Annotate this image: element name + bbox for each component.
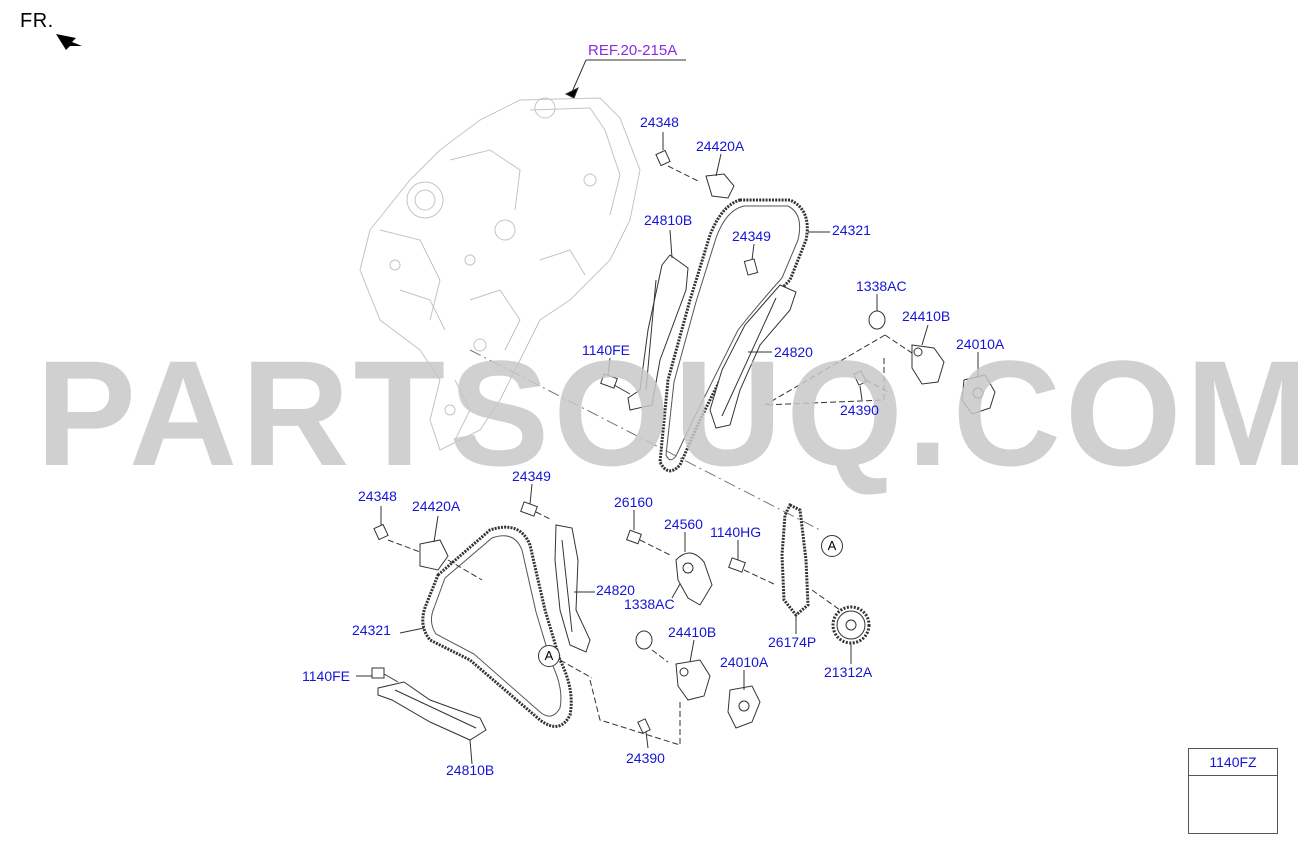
callout-24820-upper[interactable]: 24820 — [774, 344, 813, 360]
front-orientation-label: FR. — [20, 10, 54, 32]
tensioner-group-lower — [559, 630, 761, 746]
tensioner-arm-upper — [709, 284, 797, 429]
engine-block-outline — [359, 97, 641, 451]
callout-24321-upper[interactable]: 24321 — [832, 222, 871, 238]
callout-24390-lower[interactable]: 24390 — [626, 750, 665, 766]
bolt-1140fe-lower — [371, 667, 399, 683]
callout-21312a[interactable]: 21312A — [824, 664, 873, 680]
guide-24420a-lower — [419, 539, 483, 581]
callout-1140fe-lower[interactable]: 1140FE — [302, 668, 350, 684]
bolt-24348-upper — [655, 149, 701, 183]
bolt-1140fe-upper — [600, 373, 631, 395]
callout-24410b-lower[interactable]: 24410B — [668, 624, 717, 640]
callout-1338ac-lower[interactable]: 1338AC — [624, 596, 675, 612]
legend-box: 1140FZ — [1188, 748, 1278, 834]
tensioner-group-upper — [764, 310, 996, 415]
chain-guide-lower — [377, 681, 487, 741]
legend-part-1140fz[interactable]: 1140FZ — [1189, 749, 1277, 776]
reference-link[interactable]: REF.20-215A — [588, 42, 678, 59]
callout-24390-upper[interactable]: 24390 — [840, 402, 879, 418]
pin-24349-upper — [743, 258, 759, 276]
callout-24348-upper[interactable]: 24348 — [640, 114, 679, 130]
callout-24420a-upper[interactable]: 24420A — [696, 138, 745, 154]
callout-26174p[interactable]: 26174P — [768, 634, 817, 650]
callout-1140fe-upper[interactable]: 1140FE — [582, 342, 630, 358]
timing-chain-upper — [658, 198, 809, 473]
callout-24820-lower[interactable]: 24820 — [596, 582, 635, 598]
callout-24420a-lower[interactable]: 24420A — [412, 498, 461, 514]
timing-chain-upper-inner — [665, 205, 801, 461]
callout-26160[interactable]: 26160 — [614, 494, 653, 510]
callout-24410b-upper[interactable]: 24410B — [902, 308, 951, 324]
callout-24348-lower[interactable]: 24348 — [358, 488, 397, 504]
callout-1140hg[interactable]: 1140HG — [710, 524, 762, 540]
callout-24810b-lower[interactable]: 24810B — [446, 762, 495, 778]
guide-24420a-upper — [705, 173, 735, 199]
callout-24321-lower[interactable]: 24321 — [352, 622, 391, 638]
callout-1338ac-upper[interactable]: 1338AC — [856, 278, 907, 294]
pin-24349-lower — [520, 501, 553, 521]
callout-24349-upper[interactable]: 24349 — [732, 228, 771, 244]
tensioner-arm-lower — [554, 524, 591, 653]
chain-guide-upper — [627, 254, 689, 411]
callout-24349-lower[interactable]: 24349 — [512, 468, 551, 484]
callout-24560[interactable]: 24560 — [664, 516, 703, 532]
connector-marker-a-lower: A — [538, 645, 560, 667]
timing-chain-lower-inner — [430, 535, 562, 717]
reference-leader — [564, 59, 686, 99]
leader-lines — [356, 132, 979, 765]
callout-24810b-upper[interactable]: 24810B — [644, 212, 693, 228]
callout-24010a-upper[interactable]: 24010A — [956, 336, 1005, 352]
callout-24010a-lower[interactable]: 24010A — [720, 654, 769, 670]
bolt-24348-lower — [373, 523, 421, 553]
connector-marker-a-upper: A — [821, 535, 843, 557]
front-arrow-icon — [56, 34, 82, 50]
timing-chain-lower — [421, 525, 573, 728]
